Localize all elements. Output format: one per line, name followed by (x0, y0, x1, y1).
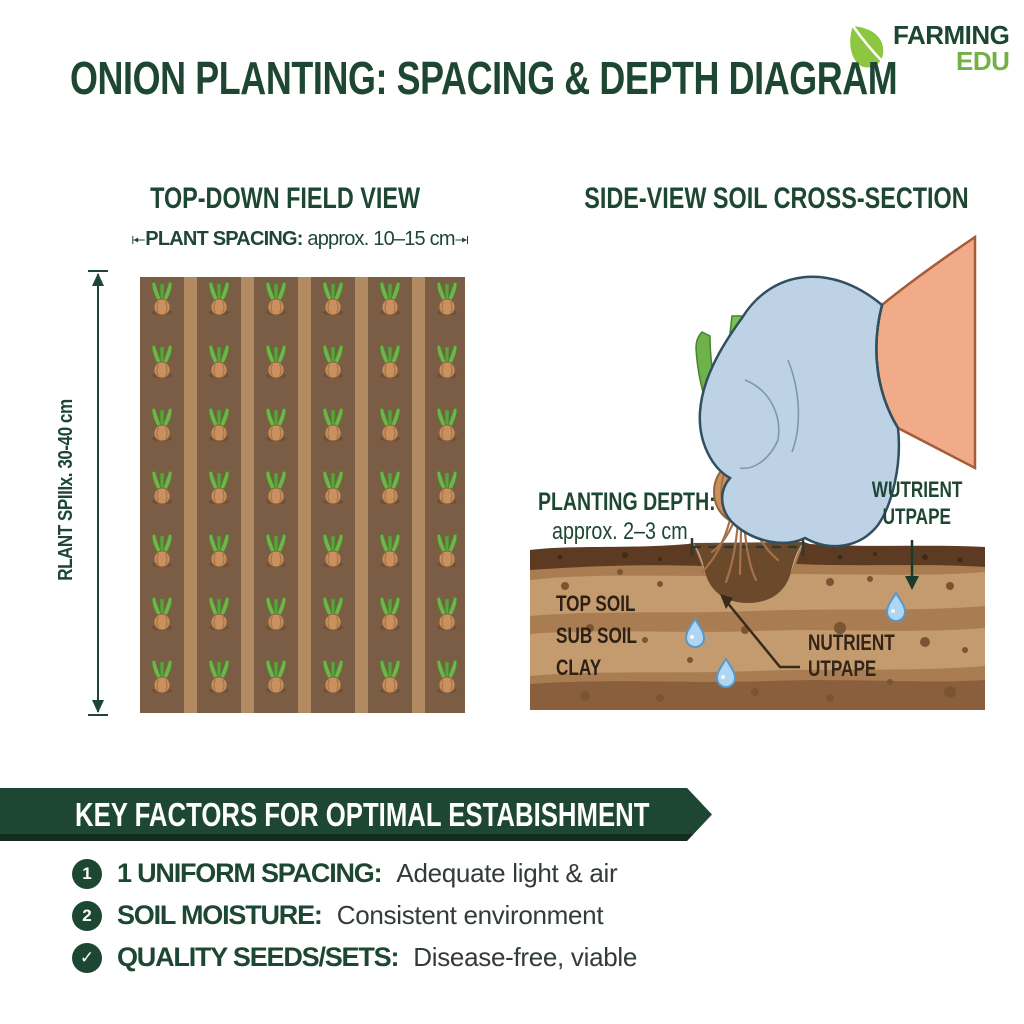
onion-plant-icon (436, 281, 458, 316)
plant-spacing-label: PLANT SPACING: approx. 10–15 cm (145, 228, 455, 250)
onion-plant-icon (265, 407, 287, 442)
onion-plant-icon (379, 533, 401, 568)
onion-plant-icon (436, 596, 458, 631)
onion-plant-icon (265, 470, 287, 505)
factor-label: SOIL MOISTURE: (117, 900, 323, 930)
onion-plant-icon (322, 407, 344, 442)
onion-plant-icon (436, 533, 458, 568)
key-factors-banner: KEY FACTORS FOR OPTIMAL ESTABISHMENT (0, 788, 712, 841)
cross-section-heading: SIDE-VIEW SOIL CROSS-SECTION (584, 182, 969, 215)
onion-plant-icon (151, 407, 173, 442)
planting-depth-value: approx. 2–3 cm (552, 518, 688, 545)
right-extent-arrow-icon (455, 235, 468, 244)
key-factors-list: 1 1 UNIFORM SPACING: Adequate light & ai… (72, 858, 637, 973)
onion-plant-icon (436, 344, 458, 379)
onion-plant-icon (379, 596, 401, 631)
nutrient-uptake-arrow (720, 594, 800, 669)
nutrient-callout-label: WUTRIENT UTPAPE (871, 477, 963, 529)
leaf-icon (850, 25, 884, 68)
field-view-heading: TOP-DOWN FIELD VIEW (150, 182, 420, 215)
soil-layer-label-clay: CLAY (556, 655, 602, 680)
onion-field (140, 277, 465, 713)
list-item: 1 1 UNIFORM SPACING: Adequate light & ai… (72, 858, 637, 889)
page-title: ONION PLANTING: SPACING & DEPTH DIAGRAM (70, 52, 898, 104)
onion-plant-icon (208, 533, 230, 568)
onion-plant-icon (322, 596, 344, 631)
onion-plant-icon (379, 659, 401, 694)
onion-plant-icon (265, 596, 287, 631)
onion-plant-icon (436, 659, 458, 694)
onion-plant-icon (151, 470, 173, 505)
onion-plant-icon (151, 596, 173, 631)
onion-plant-icon (151, 659, 173, 694)
left-extent-arrow-icon (132, 235, 145, 244)
check-badge: ✓ (72, 942, 102, 973)
factor-text: Consistent environment (336, 900, 604, 930)
onion-plant-icon (322, 659, 344, 694)
onion-plant-icon (208, 659, 230, 694)
onion-plant-icon (208, 596, 230, 631)
onion-plant-icon (265, 344, 287, 379)
list-item: 2 SOIL MOISTURE: Consistent environment (72, 900, 637, 931)
onion-plant-icon (151, 344, 173, 379)
water-droplet-icon (885, 591, 907, 622)
row-spacing-arrow (88, 270, 108, 716)
factor-text: Adequate light & air (396, 858, 618, 888)
brand-subname: EDU (955, 46, 1010, 76)
brand-name: FARMING (893, 20, 1010, 50)
planting-depth-label: PLANTING DEPTH: (538, 488, 716, 516)
onion-plant-icon (322, 470, 344, 505)
water-droplet-icon (684, 617, 706, 648)
onion-plant-icon (265, 533, 287, 568)
onion-plant-icon (322, 281, 344, 316)
onion-plant-icon (322, 344, 344, 379)
onion-plant-icon (208, 281, 230, 316)
factor-label: QUALITY SEEDS/SETS: (117, 942, 399, 972)
soil-speckles (561, 569, 968, 702)
brand-logo: FARMING EDU (845, 20, 1010, 76)
onion-plant-icon (436, 470, 458, 505)
onion-plant-icon (265, 281, 287, 316)
onion-plant-icon (151, 281, 173, 316)
onion-plant-icon (208, 407, 230, 442)
onion-plant-icon (379, 344, 401, 379)
list-item: ✓ QUALITY SEEDS/SETS: Disease-free, viab… (72, 942, 637, 973)
onion-plant-icon (208, 470, 230, 505)
key-factors-banner-title: KEY FACTORS FOR OPTIMAL ESTABISHMENT (75, 795, 650, 833)
crust-speckles (557, 552, 963, 563)
glove (698, 275, 901, 548)
cross-section-illustration (530, 234, 985, 710)
onion-plant-icon (379, 407, 401, 442)
onion-plant-icon (322, 533, 344, 568)
plant-spacing-dimension: PLANT SPACING: approx. 10–15 cm (132, 228, 468, 251)
nutrient-down-arrow (905, 540, 919, 590)
number-badge: 2 (72, 900, 102, 931)
onion-plant-icon (265, 659, 287, 694)
soil-layer-label-subsoil: SUB SOIL (556, 623, 638, 648)
onion-plant-icon (379, 281, 401, 316)
onion-plant-icon (208, 344, 230, 379)
onion-plant-icon (436, 407, 458, 442)
factor-label: 1 UNIFORM SPACING: (117, 858, 383, 888)
onion-plant-icon (379, 470, 401, 505)
row-spacing-label: RLANT SPIIIx. 30-40 cm (55, 399, 77, 581)
onion-plant-icon (151, 533, 173, 568)
soil-layer-label-topsoil: TOP SOIL (556, 591, 636, 616)
water-droplet-icon (715, 657, 737, 688)
number-badge: 1 (72, 858, 102, 889)
factor-text: Disease-free, viable (413, 942, 638, 972)
nutrient-uptake-label: NUTRIENT UTPAPE (808, 630, 895, 681)
